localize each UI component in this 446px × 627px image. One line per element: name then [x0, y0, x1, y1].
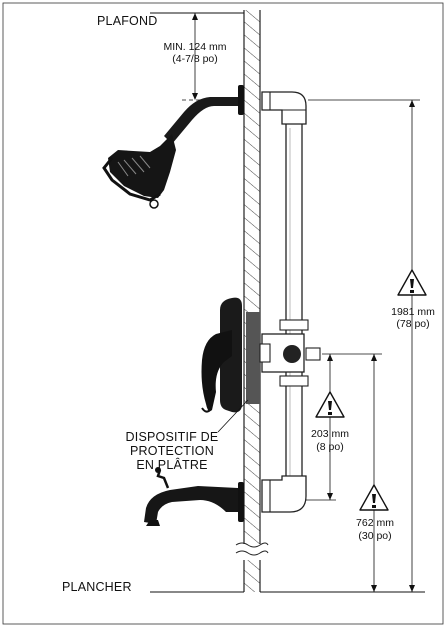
shower-head: [102, 134, 176, 209]
plaster-guard-label-line1: DISPOSITIF DE: [125, 430, 219, 444]
tub-spout: [144, 467, 244, 526]
warning-icon: [315, 391, 345, 418]
riser-pipe: [261, 91, 307, 513]
ceiling-label: PLAFOND: [97, 14, 158, 28]
shower-arm: [164, 85, 244, 144]
spout-height-mm-label: 762 mm: [356, 517, 394, 529]
clearance-dimension: [182, 13, 222, 101]
warning-icon: [359, 484, 389, 511]
clearance-mm-label: MIN. 124 mm: [163, 41, 227, 53]
warning-icon: [397, 269, 427, 296]
floor-label: PLANCHER: [62, 580, 132, 594]
clearance-in-label: (4-7/8 po): [172, 53, 218, 65]
valve-spout-in-label: (8 po): [316, 441, 344, 453]
valve-trim: [201, 297, 242, 413]
plaster-guard-label-line2: PROTECTION: [130, 444, 214, 458]
plaster-guard-leader: [217, 399, 249, 433]
dimension-lines: [306, 99, 420, 592]
valve-spout-mm-label: 203 mm: [311, 428, 349, 440]
valve-body: [246, 312, 321, 404]
spout-height-in-label: (30 po): [358, 530, 392, 542]
shower-height-mm-label: 1981 mm: [391, 306, 435, 318]
shower-height-in-label: (78 po): [396, 318, 430, 330]
plaster-guard-label-line3: EN PLÂTRE: [136, 458, 208, 472]
